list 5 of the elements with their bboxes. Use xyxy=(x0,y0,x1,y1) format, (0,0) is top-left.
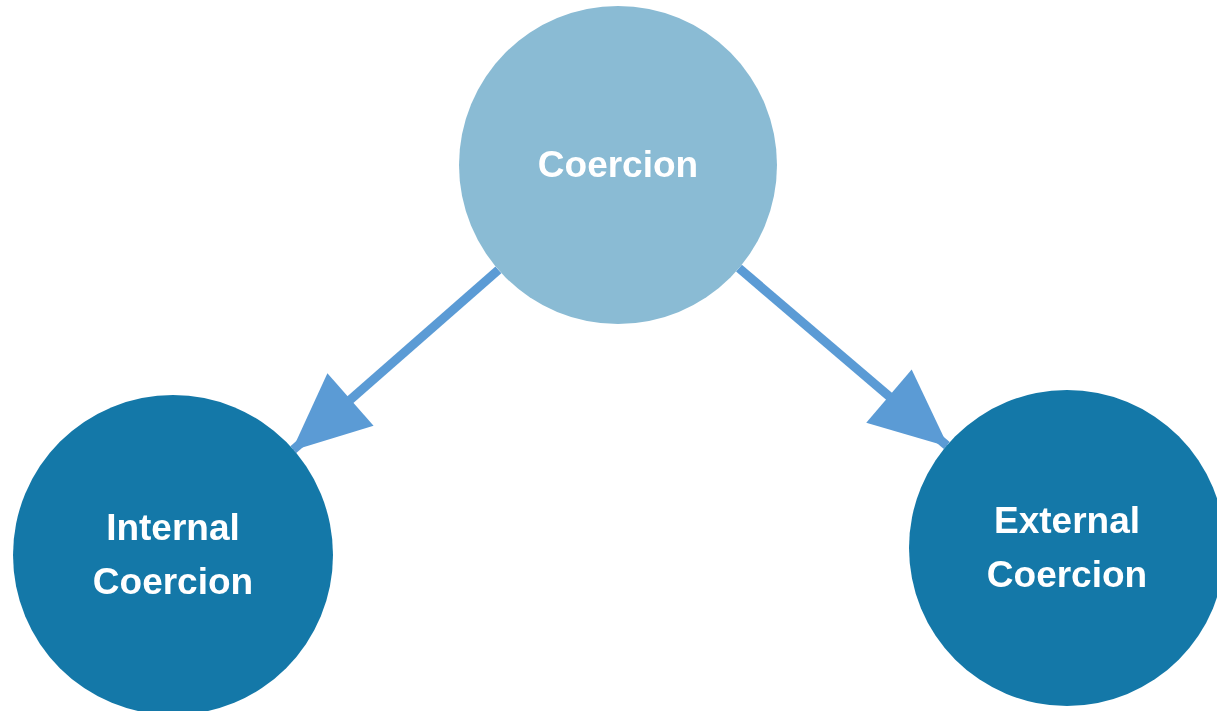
arrow xyxy=(290,266,502,453)
arrow xyxy=(736,264,950,449)
node-label: Coercion xyxy=(537,143,699,188)
node-label: External Coercion xyxy=(985,499,1149,597)
node-label: Internal Coercion xyxy=(91,506,255,604)
